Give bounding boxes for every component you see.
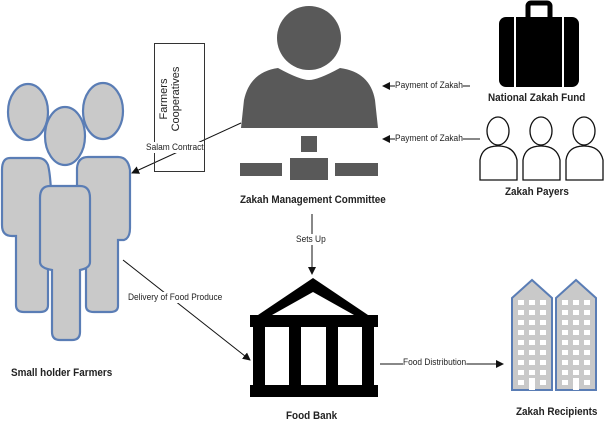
- building-window: [518, 370, 524, 375]
- building-window: [562, 350, 568, 355]
- building-window: [529, 340, 535, 345]
- building-window: [518, 380, 524, 385]
- building-window: [529, 310, 535, 315]
- building-window: [573, 340, 579, 345]
- building-window: [518, 350, 524, 355]
- people-outline-icon: [479, 116, 604, 181]
- committee-label: Zakah Management Committee: [240, 194, 386, 206]
- building-window: [540, 370, 546, 375]
- edge-label-fund-payment: Payment of Zakah: [395, 80, 463, 91]
- building-window: [518, 310, 524, 315]
- building-window: [573, 360, 579, 365]
- recipients-label: Zakah Recipients: [516, 406, 598, 418]
- edge-label-food-distribution: Food Distribution: [403, 357, 467, 368]
- building-door: [529, 378, 535, 390]
- building-window: [562, 380, 568, 385]
- farmers-label: Small holder Farmers: [11, 367, 113, 379]
- briefcase-icon: [499, 0, 579, 87]
- building-window: [518, 360, 524, 365]
- building-window: [562, 370, 568, 375]
- building-window: [562, 310, 568, 315]
- building-window: [540, 350, 546, 355]
- building-window: [584, 340, 590, 345]
- building-window: [573, 350, 579, 355]
- building-window: [562, 340, 568, 345]
- building-window: [584, 350, 590, 355]
- edge-label-delivery: Delivery of Food Produce: [128, 292, 223, 303]
- building-door: [573, 378, 579, 390]
- building-window: [562, 360, 568, 365]
- building-window: [529, 330, 535, 335]
- committee-icon: [240, 6, 378, 180]
- edge-label-sets-up: Sets Up: [296, 234, 326, 245]
- building-window: [518, 330, 524, 335]
- fund-label: National Zakah Fund: [488, 92, 586, 104]
- cooperatives-label: Farmers Cooperatives: [158, 66, 182, 132]
- food-bank-label: Food Bank: [286, 410, 338, 422]
- building-window: [540, 360, 546, 365]
- building-window: [562, 300, 568, 305]
- building-window: [584, 300, 590, 305]
- building-window: [529, 360, 535, 365]
- building-window: [573, 310, 579, 315]
- building-window: [573, 300, 579, 305]
- building-window: [518, 300, 524, 305]
- building-window: [584, 360, 590, 365]
- building-window: [573, 370, 579, 375]
- building-window: [529, 300, 535, 305]
- cooperatives-box: [154, 43, 205, 172]
- edge-label-salam-contract: Salam Contract: [146, 142, 204, 153]
- building-window: [540, 320, 546, 325]
- building-window: [584, 310, 590, 315]
- building-window: [518, 340, 524, 345]
- building-window: [540, 380, 546, 385]
- building-window: [529, 320, 535, 325]
- bank-building-icon: [250, 278, 378, 397]
- group-of-people-icon: [0, 81, 132, 342]
- building-window: [529, 370, 535, 375]
- building-window: [562, 330, 568, 335]
- building-window: [540, 310, 546, 315]
- apartment-buildings-icon: [511, 278, 597, 391]
- building-window: [573, 320, 579, 325]
- building-window: [540, 300, 546, 305]
- building-window: [529, 350, 535, 355]
- payers-label: Zakah Payers: [505, 186, 569, 198]
- building-window: [518, 320, 524, 325]
- building-window: [540, 330, 546, 335]
- building-window: [562, 320, 568, 325]
- edge-label-payers-payment: Payment of Zakah: [395, 133, 463, 144]
- building-window: [584, 320, 590, 325]
- building-window: [540, 340, 546, 345]
- building-window: [584, 380, 590, 385]
- building-window: [573, 330, 579, 335]
- building-window: [584, 370, 590, 375]
- building-window: [584, 330, 590, 335]
